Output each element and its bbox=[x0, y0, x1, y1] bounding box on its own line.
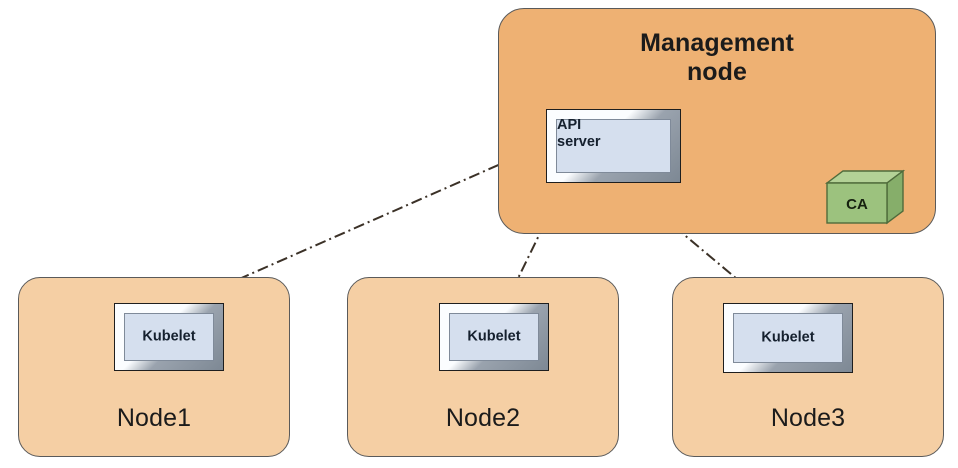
worker-node-1-title: Node1 bbox=[116, 403, 192, 432]
kubelet-label-node2: Kubelet bbox=[467, 328, 521, 345]
kubelet-label-node1: Kubelet bbox=[142, 328, 196, 345]
worker-node-3-title: Node3 bbox=[770, 403, 846, 432]
kubelet-box-node1[interactable]: Kubelet bbox=[114, 303, 224, 371]
worker-node-2-title: Node2 bbox=[445, 403, 521, 432]
ca-label: CA bbox=[846, 196, 868, 213]
kubelet-inner-node3 bbox=[733, 313, 843, 363]
api-server-inner bbox=[556, 119, 671, 173]
worker-node-3-group[interactable]: Kubelet Node3 bbox=[672, 277, 944, 457]
management-node-title: Management node bbox=[640, 29, 794, 86]
kubelet-box-node3[interactable]: Kubelet bbox=[723, 303, 853, 373]
ca-box[interactable]: CA bbox=[813, 169, 905, 231]
api-server-label: API server bbox=[557, 117, 601, 151]
worker-node-2-group[interactable]: Kubelet Node2 bbox=[347, 277, 619, 457]
management-node-group[interactable]: Management node API server CA bbox=[498, 8, 936, 234]
kubelet-box-node2[interactable]: Kubelet bbox=[439, 303, 549, 371]
kubelet-inner-node2 bbox=[449, 313, 539, 361]
kubelet-label-node3: Kubelet bbox=[761, 329, 815, 346]
worker-node-1-group[interactable]: Kubelet Node1 bbox=[18, 277, 290, 457]
api-server-box[interactable]: API server bbox=[546, 109, 681, 183]
kubelet-inner-node1 bbox=[124, 313, 214, 361]
